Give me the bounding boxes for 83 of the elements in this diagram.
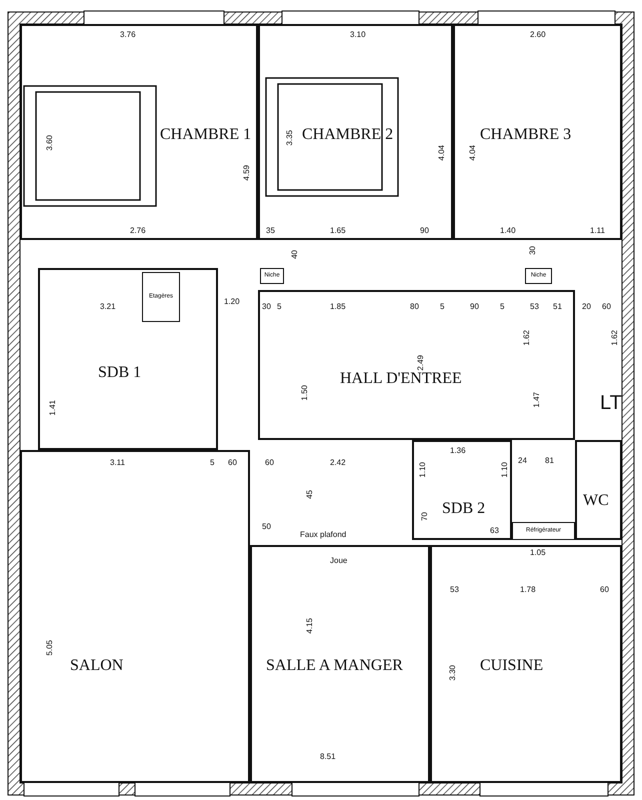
dimension-label: 2.76 bbox=[130, 226, 146, 235]
dimension-label: 3.30 bbox=[448, 665, 457, 681]
dimension-label: 1.62 bbox=[610, 330, 619, 346]
dimension-label: 4.15 bbox=[305, 618, 314, 634]
dimension-label: 60 bbox=[265, 458, 274, 467]
fixture-box bbox=[512, 522, 575, 540]
dimension-label: 2.42 bbox=[330, 458, 346, 467]
room-area bbox=[20, 450, 250, 783]
dimension-label: 50 bbox=[262, 522, 271, 531]
dimension-label: 60 bbox=[600, 585, 609, 594]
dimension-label: 20 bbox=[582, 302, 591, 311]
room-area bbox=[453, 24, 622, 240]
dimension-label: 5.05 bbox=[45, 640, 54, 656]
dimension-label: 1.85 bbox=[330, 302, 346, 311]
dimension-label: 3.10 bbox=[350, 30, 366, 39]
dimension-label: 35 bbox=[266, 226, 275, 235]
dimension-label: 53 bbox=[530, 302, 539, 311]
room-name: CHAMBRE 2 bbox=[302, 126, 394, 144]
dimension-label: 40 bbox=[290, 250, 299, 259]
dimension-label: 60 bbox=[228, 458, 237, 467]
dimension-label: 1.11 bbox=[590, 226, 605, 235]
dimension-label: 3.60 bbox=[45, 135, 54, 151]
room-area bbox=[20, 24, 258, 240]
dimension-label: 3.11 bbox=[110, 458, 125, 467]
dimension-label: 1.40 bbox=[500, 226, 516, 235]
room-name: HALL D'ENTREE bbox=[340, 370, 462, 388]
dimension-label: 90 bbox=[470, 302, 479, 311]
dimension-label: 4.04 bbox=[437, 145, 446, 161]
room-name: SALON bbox=[70, 657, 124, 675]
room-name: SDB 1 bbox=[98, 364, 142, 382]
dimension-label: 51 bbox=[553, 302, 562, 311]
room-name: SDB 2 bbox=[442, 500, 486, 518]
dimension-label: 1.47 bbox=[532, 392, 541, 408]
room-area bbox=[258, 24, 453, 240]
dimension-label: 1.36 bbox=[450, 446, 466, 455]
dimension-label: 3.76 bbox=[120, 30, 136, 39]
dimension-label: 1.65 bbox=[330, 226, 346, 235]
room-area bbox=[575, 440, 622, 540]
dimension-label: 81 bbox=[545, 456, 554, 465]
dimension-label: 5 bbox=[277, 302, 282, 311]
dimension-label: 1.20 bbox=[224, 297, 240, 306]
dimension-label: 80 bbox=[410, 302, 419, 311]
dimension-label: 45 bbox=[305, 490, 314, 499]
room-name: CHAMBRE 1 bbox=[160, 126, 252, 144]
dimension-label: 1.10 bbox=[500, 462, 509, 478]
dimension-label: 5 bbox=[440, 302, 444, 311]
room-name: WC bbox=[583, 492, 609, 510]
fixture-box bbox=[142, 272, 180, 322]
dimension-label: 30 bbox=[262, 302, 271, 311]
dimension-label: 30 bbox=[528, 246, 537, 255]
room-name: CHAMBRE 3 bbox=[480, 126, 572, 144]
dimension-label: 1.05 bbox=[530, 548, 546, 557]
fixture-box bbox=[525, 268, 552, 284]
dimension-label: 2.60 bbox=[530, 30, 546, 39]
dimension-label: 60 bbox=[602, 302, 611, 311]
dimension-label: 5 bbox=[210, 458, 214, 467]
dimension-label: 4.04 bbox=[468, 145, 477, 161]
fixture-box bbox=[260, 268, 284, 284]
dimension-label: 8.51 bbox=[320, 752, 336, 761]
room-area bbox=[412, 440, 512, 540]
room-area bbox=[250, 545, 430, 783]
dimension-label: 1.10 bbox=[418, 462, 427, 478]
dimension-label: 5 bbox=[500, 302, 504, 311]
room-name: LT bbox=[600, 392, 622, 414]
dimension-label: 24 bbox=[518, 456, 527, 465]
room-name: CUISINE bbox=[480, 657, 544, 675]
room-name: SALLE A MANGER bbox=[266, 657, 403, 675]
dimension-label: 63 bbox=[490, 526, 499, 535]
room-area bbox=[258, 290, 575, 440]
plan-note: Joue bbox=[330, 556, 348, 565]
dimension-label: 90 bbox=[420, 226, 429, 235]
room-area bbox=[430, 545, 622, 783]
dimension-label: 3.21 bbox=[100, 302, 116, 311]
dimension-label: 53 bbox=[450, 585, 459, 594]
dimension-label: 1.62 bbox=[522, 330, 531, 346]
dimension-label: 1.41 bbox=[48, 400, 57, 416]
dimension-label: 1.50 bbox=[300, 385, 309, 401]
room-area bbox=[38, 268, 218, 450]
dimension-label: 3.35 bbox=[285, 130, 294, 146]
dimension-label: 2.49 bbox=[416, 355, 425, 371]
dimension-label: 1.78 bbox=[520, 585, 536, 594]
dimension-label: 4.59 bbox=[242, 165, 251, 181]
dimension-label: 70 bbox=[420, 512, 429, 521]
